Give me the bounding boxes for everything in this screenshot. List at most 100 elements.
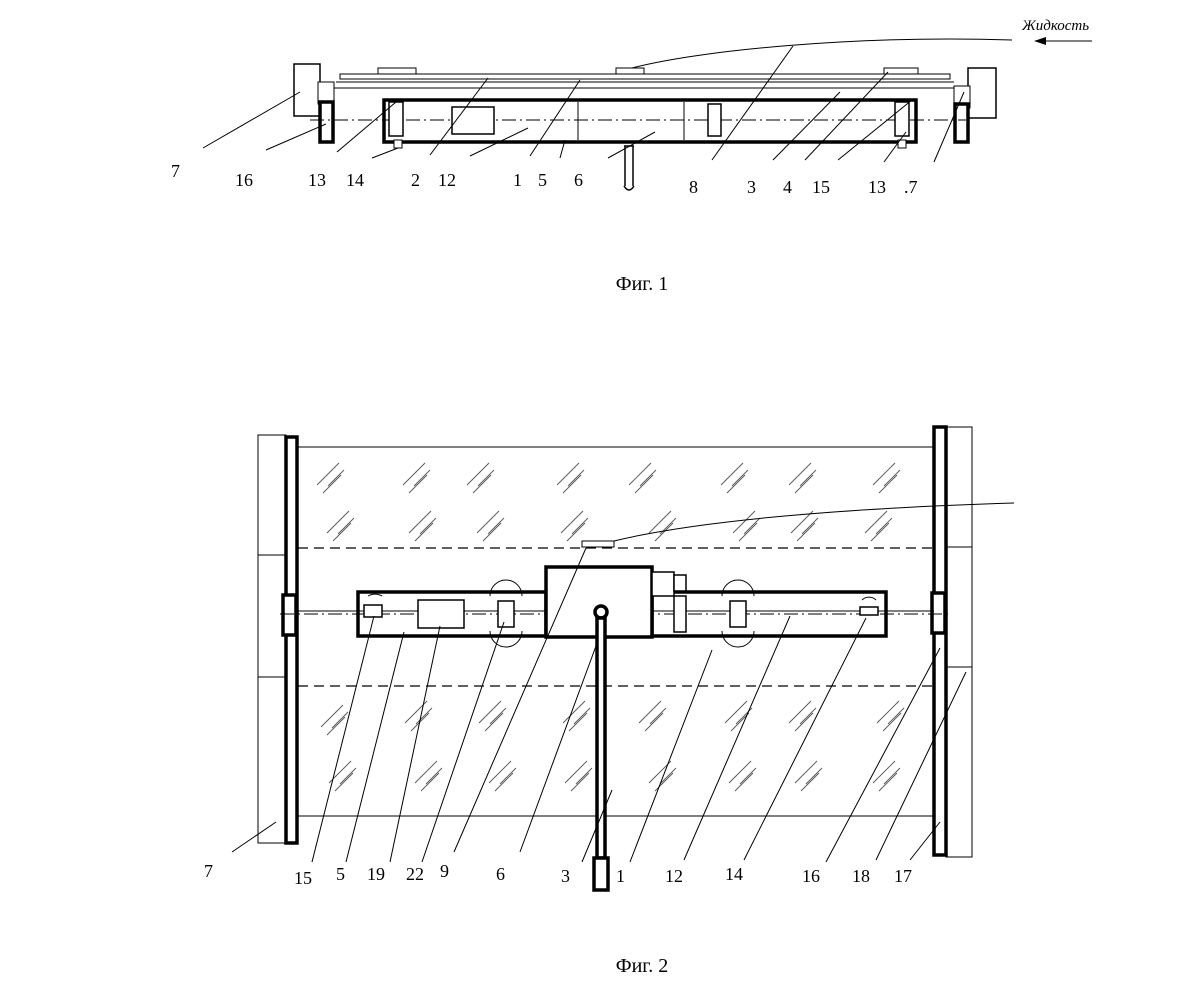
hatch-stroke [476, 510, 500, 534]
handle-6 [618, 141, 640, 191]
box-12 [451, 106, 495, 135]
part-label: 7 [171, 161, 180, 181]
hatch-stroke [571, 517, 589, 535]
part-label: 13 [868, 177, 886, 197]
part-label: 9 [440, 861, 449, 881]
arc [861, 596, 877, 601]
hatch-stroke [864, 510, 888, 534]
hatch-stroke [882, 712, 902, 732]
part-label: 18 [852, 866, 870, 886]
figure-2: 7 15 5 19 22 9 6 3 1 12 14 16 18 17 Фиг.… [204, 425, 1015, 977]
hatch-stroke [731, 469, 749, 487]
flow-pipe-line [613, 502, 1015, 542]
element-22 [497, 600, 515, 628]
figure-2-caption: Фиг. 2 [616, 955, 668, 977]
figure-1: Жидкость [171, 18, 1092, 295]
part-label: 3 [747, 177, 756, 197]
top-plate [310, 67, 966, 89]
part-label: 3 [561, 866, 570, 886]
hatch-stroke [634, 474, 654, 494]
hatch-stroke [728, 760, 752, 784]
hatch-stroke [648, 510, 672, 534]
hatch-stroke [726, 474, 746, 494]
hatch-stroke [414, 522, 434, 542]
hatch-stroke [732, 510, 756, 534]
glass-hatching [316, 462, 905, 792]
hatch-stroke [419, 517, 437, 535]
part-label: 19 [367, 864, 385, 884]
hatch-stroke [327, 469, 345, 487]
hatch-stroke [499, 767, 517, 785]
part-label: 12 [438, 170, 456, 190]
hatch-stroke [799, 469, 817, 487]
leader-lines [231, 547, 967, 863]
part-label: 16 [802, 866, 820, 886]
part-label: 17 [894, 866, 912, 886]
hatch-stroke [408, 474, 428, 494]
hatch-stroke [872, 760, 896, 784]
hatch-stroke [739, 767, 757, 785]
hatch-stroke [734, 772, 754, 792]
hatch-stroke [331, 711, 349, 729]
hatch-stroke [408, 510, 432, 534]
hatch-stroke [560, 510, 584, 534]
hatch-stroke [883, 767, 901, 785]
hatch-stroke [730, 712, 750, 732]
hatch-stroke [788, 700, 812, 724]
rail-clamp-left [281, 593, 298, 637]
hatch-stroke [489, 707, 507, 725]
element-19 [417, 599, 465, 629]
side-frame-left [257, 434, 287, 844]
hatch-stroke [799, 707, 817, 725]
hatch-stroke [482, 522, 502, 542]
hatch-stroke [425, 767, 443, 785]
hatch-stroke [564, 760, 588, 784]
hatch-stroke [316, 462, 340, 486]
part-label: 12 [665, 866, 683, 886]
part-label: 14 [725, 864, 743, 884]
foot [897, 139, 907, 149]
coupling-8 [707, 103, 722, 137]
element-12 [729, 600, 747, 628]
part-label: 8 [689, 177, 698, 197]
hatch-stroke [326, 716, 346, 736]
pipe-connector [581, 540, 615, 548]
part-label: 1 [513, 170, 522, 190]
arc [489, 579, 523, 597]
hatch-stroke [484, 712, 504, 732]
hatch-stroke [566, 522, 586, 542]
hatch-stroke [326, 510, 350, 534]
arc [721, 579, 755, 597]
part-label: 4 [783, 177, 792, 197]
hatch-stroke [875, 517, 893, 535]
hatch-stroke [805, 767, 823, 785]
leader-lines [202, 45, 965, 163]
hatch-stroke [876, 700, 900, 724]
arc [367, 593, 383, 597]
arc [721, 630, 755, 648]
handle-3 [592, 604, 610, 892]
hatch-stroke [738, 522, 758, 542]
part-label: 15 [294, 868, 312, 888]
hatch-stroke [402, 462, 426, 486]
hatch-stroke [420, 772, 440, 792]
hatch-stroke [339, 767, 357, 785]
flow-label: Жидкость [1021, 18, 1089, 34]
hatch-stroke [638, 700, 662, 724]
hatch-stroke [562, 700, 586, 724]
hatch-stroke [883, 469, 901, 487]
hatch-stroke [334, 772, 354, 792]
hatch-stroke [570, 772, 590, 792]
hatch-stroke [477, 469, 495, 487]
flow-pipe-line [631, 38, 1013, 69]
hatch-stroke [320, 704, 344, 728]
hatch-stroke [878, 772, 898, 792]
hatch-stroke [573, 707, 591, 725]
hatch-stroke [790, 510, 814, 534]
hatch-stroke [878, 474, 898, 494]
hatch-stroke [556, 462, 580, 486]
hatch-stroke [478, 700, 502, 724]
part-label: 16 [235, 170, 253, 190]
part-label: 14 [346, 170, 364, 190]
